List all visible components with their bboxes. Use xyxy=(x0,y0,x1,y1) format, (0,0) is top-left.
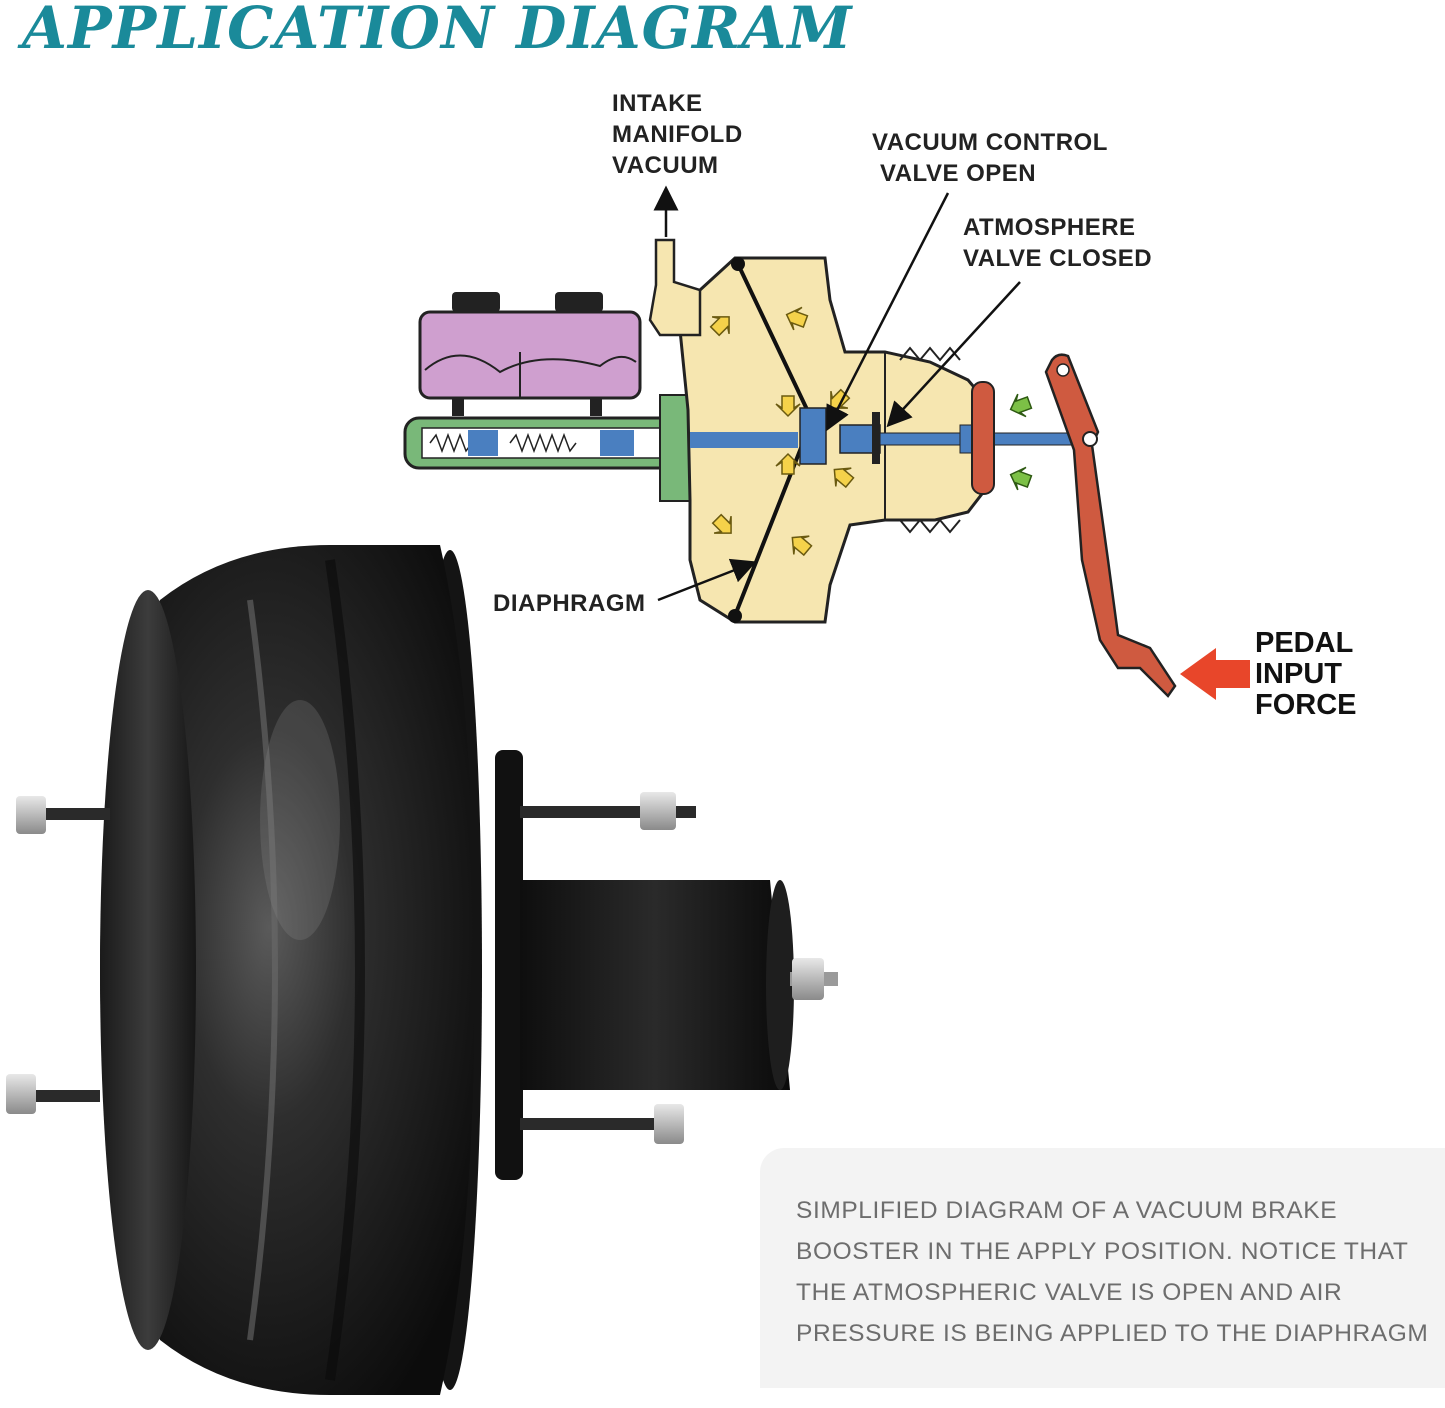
vacuum-flow-arrows xyxy=(709,306,855,557)
page-title: APPLICATION DIAGRAM xyxy=(22,0,853,62)
intake-label-line-3: VACUUM xyxy=(612,152,719,179)
pedal-label-line-1: PEDAL xyxy=(1255,627,1354,659)
reservoir-cap-right xyxy=(555,292,603,312)
atmosphere-flow-arrows xyxy=(1009,393,1033,491)
atmosphere-valve-label: ATMOSPHERE VALVE CLOSED xyxy=(963,212,1152,274)
brake-pedal xyxy=(1044,353,1177,698)
diaphragm-label: DIAPHRAGM xyxy=(493,590,646,617)
pedal-label-line-2: INPUT xyxy=(1255,658,1342,690)
vacuum-control-valve-label: VACUUM CONTROL VALVE OPEN xyxy=(872,127,1108,189)
pedal-input-force-label: PEDAL INPUT FORCE xyxy=(1255,628,1357,721)
intake-label-line-1: INTAKE xyxy=(612,90,703,117)
pedal-label-line-3: FORCE xyxy=(1255,689,1357,721)
atmosphere-valve-label-line-2: VALVE CLOSED xyxy=(963,245,1153,272)
pedal-force-arrow xyxy=(1180,648,1250,700)
vacuum-valve-label-line-1: VACUUM CONTROL xyxy=(872,129,1108,156)
caption-panel: SIMPLIFIED DIAGRAM OF A VACUUM BRAKE BOO… xyxy=(760,1148,1445,1388)
caption-text: SIMPLIFIED DIAGRAM OF A VACUUM BRAKE BOO… xyxy=(796,1197,1429,1347)
fluid-reservoir xyxy=(418,310,642,400)
intake-label-line-2: MANIFOLD xyxy=(612,121,743,148)
vacuum-valve-label-line-2: VALVE OPEN xyxy=(880,160,1037,187)
booster-schematic xyxy=(403,185,1250,700)
brake-booster-photo xyxy=(6,545,838,1395)
reservoir-cap-left xyxy=(452,292,500,312)
intake-manifold-label: INTAKE MANIFOLD VACUUM xyxy=(612,88,743,181)
booster-housing xyxy=(678,256,987,624)
atmosphere-valve-label-line-1: ATMOSPHERE xyxy=(963,214,1136,241)
pushrod xyxy=(690,432,798,448)
